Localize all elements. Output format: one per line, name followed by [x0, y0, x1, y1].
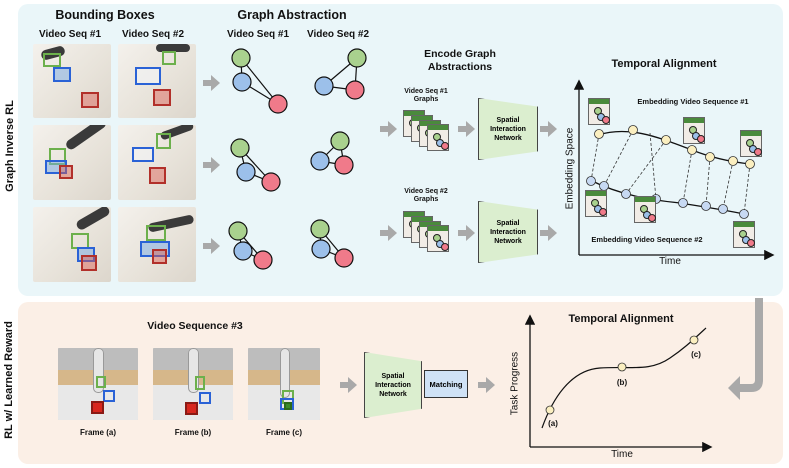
arrow-right-icon: [540, 121, 557, 137]
seq1-graph-stack: [403, 110, 463, 151]
frame-a-image: [58, 348, 138, 420]
arrow-right-icon: [380, 225, 397, 241]
spatial-interaction-network-top-2: Spatial Interaction Network: [478, 201, 538, 263]
spatial-interaction-network-bottom: Spatial Interaction Network: [364, 352, 422, 418]
graph-seq2-label: Video Seq #2: [306, 29, 370, 40]
thumb-graph: [740, 130, 762, 157]
frame-a-label: Frame (a): [79, 428, 116, 437]
progress-point-c: [689, 335, 699, 345]
gray-arrows-top: [203, 75, 557, 254]
spatial-interaction-network-top-1: Spatial Interaction Network: [478, 98, 538, 160]
arrow-right-icon: [478, 377, 495, 393]
connector-arrow-icon: [728, 298, 763, 400]
thumb-graph: [733, 221, 755, 248]
embedding-space-axis-label: Embedding Space: [564, 127, 576, 210]
arrow-right-icon: [203, 157, 220, 173]
arrow-right-icon: [203, 238, 220, 254]
point-label-c: (c): [691, 350, 701, 359]
embedding-curve-seq1: [597, 130, 751, 165]
top-embedding-plot: [573, 79, 775, 261]
bbox-photo-seq2-t2: [118, 125, 196, 200]
graph-abstractions: [228, 48, 367, 270]
progress-curve: [541, 327, 707, 429]
bbox-seq2-label: Video Seq #2: [121, 29, 185, 40]
bbox-photo-seq2-t1: [118, 44, 196, 118]
thumb-graph: [634, 196, 656, 223]
alignment-links: [590, 129, 751, 215]
point-label-b: (b): [616, 378, 628, 387]
video-sequence-3-title: Video Sequence #3: [147, 320, 243, 332]
gray-arrows-bottom: [340, 377, 495, 393]
embedding-seq2-label: Embedding Video Sequence #2: [591, 235, 703, 244]
arrow-right-icon: [380, 121, 397, 137]
frame-c-image: [248, 348, 320, 420]
bottom-time-axis-label: Time: [611, 449, 633, 460]
arrow-right-icon: [340, 377, 357, 393]
frame-b-label: Frame (b): [174, 428, 212, 437]
embedding-seq1-label: Embedding Video Sequence #1: [637, 97, 749, 106]
graph-seq1-label: Video Seq #1: [226, 29, 290, 40]
progress-point-b: [617, 362, 627, 372]
seq1-graphs-label: Video Seq #1 Graphs: [404, 88, 448, 103]
task-progress-axis-label: Task Progress: [509, 351, 521, 416]
encode-graph-title: Encode Graph Abstractions: [424, 48, 496, 73]
arrow-right-icon: [458, 121, 475, 137]
bbox-photo-seq1-t3: [33, 207, 111, 282]
frame-b-image: [153, 348, 233, 420]
thumb-graph: [588, 98, 610, 125]
seq1-nodes: [594, 125, 755, 169]
seq2-graph-stack: [403, 211, 463, 252]
arrow-right-icon: [203, 75, 220, 91]
seq2-graphs-label: Video Seq #2 Graphs: [404, 188, 448, 203]
task-progress-plot: [524, 314, 713, 453]
top-time-axis-label: Time: [659, 256, 681, 267]
arrow-right-icon: [540, 225, 557, 241]
seq2-nodes: [586, 176, 749, 219]
bbox-photo-seq1-t1: [33, 44, 111, 118]
temporal-alignment-title-top: Temporal Alignment: [611, 58, 717, 70]
matching-box: Matching: [424, 370, 468, 398]
progress-point-a: [545, 405, 555, 415]
temporal-alignment-title-bottom: Temporal Alignment: [568, 313, 674, 325]
bounding-boxes-title: Bounding Boxes: [55, 8, 155, 22]
thumb-graph: [683, 117, 705, 144]
bbox-seq1-label: Video Seq #1: [38, 29, 102, 40]
bbox-photo-seq2-t3: [118, 207, 196, 282]
thumb-graph: [585, 190, 607, 217]
point-label-a: (a): [548, 419, 558, 428]
bbox-photo-seq1-t2: [33, 125, 111, 200]
frame-c-label: Frame (c): [265, 428, 302, 437]
graph-abstraction-title: Graph Abstraction: [237, 8, 347, 22]
arrow-right-icon: [458, 225, 475, 241]
